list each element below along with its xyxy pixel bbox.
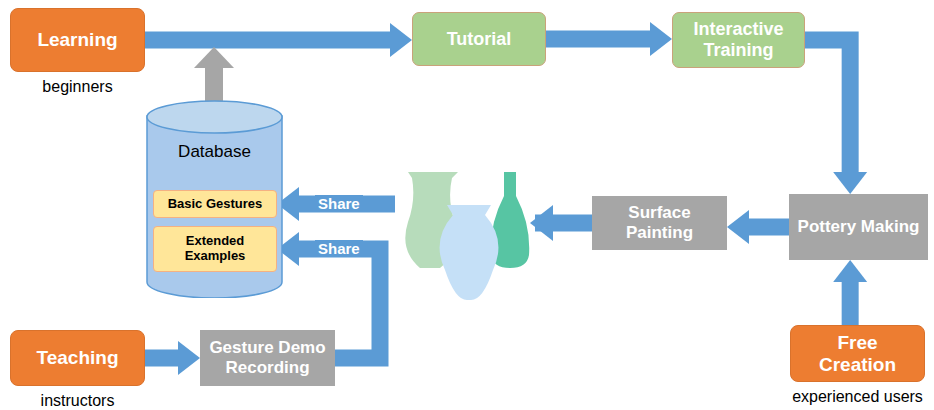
process-box: Gesture Demo Recording [200, 330, 335, 386]
arrow-shaft [145, 350, 178, 367]
node-label: Surface Painting [599, 203, 720, 242]
edge-label: Share [315, 195, 363, 212]
role-box: Free Creationexperienced users [790, 325, 925, 382]
database-feed-arrow [194, 47, 234, 102]
node-label: Extended Examples [160, 234, 270, 264]
cylinder-top [147, 101, 282, 133]
role-box: Teachinginstructors [10, 330, 145, 386]
database-item: Basic Gestures [153, 190, 277, 218]
step-box: Interactive Training [672, 12, 805, 68]
arrow-head [727, 210, 749, 244]
role-box: Learningbeginners [10, 8, 145, 72]
process-box: Pottery Making [789, 194, 928, 260]
arrow-shaft [145, 32, 390, 49]
node-label: Gesture Demo Recording [207, 338, 328, 377]
flow-arrow [805, 40, 867, 194]
arrow-head [833, 172, 867, 194]
arrow-shaft [546, 31, 650, 48]
node-label: Interactive Training [679, 19, 798, 60]
role-caption: beginners [42, 78, 112, 96]
cylinder-body [147, 116, 282, 298]
node-label: Database [178, 142, 251, 162]
node-label: Tutorial [447, 29, 512, 50]
edge-label: Share [315, 240, 363, 257]
feed-arrow-head [194, 47, 234, 68]
flow-arrow [145, 341, 200, 375]
arrow-shaft [842, 282, 859, 325]
arrow-head [178, 341, 200, 375]
arrow-shaft [749, 219, 789, 236]
node-label: Pottery Making [798, 217, 920, 237]
arrow-head [390, 23, 412, 57]
node-label: Basic Gestures [168, 197, 263, 212]
flow-arrow [727, 210, 789, 244]
role-caption: instructors [41, 392, 115, 410]
node-label: Free Creation [797, 332, 918, 376]
node-label: Teaching [37, 347, 119, 369]
arrow-head [650, 22, 672, 56]
flow-arrow [145, 23, 412, 57]
database-item: Extended Examples [153, 226, 277, 272]
blue-vase [440, 205, 499, 300]
flow-arrow [546, 22, 672, 56]
step-box: Tutorial [412, 12, 546, 66]
arrow-shaft [805, 40, 850, 172]
flow-arrow [833, 260, 867, 325]
feed-arrow-shaft [205, 66, 223, 102]
arrow-head [833, 260, 867, 282]
database-cylinder: DatabaseBasic GesturesExtended Examples [146, 100, 283, 298]
role-caption: experienced users [792, 388, 923, 406]
node-label: Learning [37, 29, 117, 51]
process-box: Surface Painting [592, 196, 727, 250]
vase-arrow-head [530, 205, 553, 241]
vase-ground [395, 160, 535, 310]
